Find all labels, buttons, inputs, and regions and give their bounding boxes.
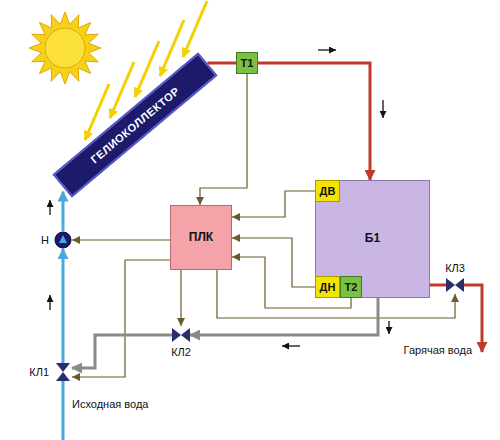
- component-label: КЛ2: [171, 346, 191, 358]
- tank: Б1 ДВ ДН Т2: [315, 180, 430, 298]
- valve-symbol: [446, 276, 464, 294]
- signal-line: [232, 238, 315, 287]
- component-label: КЛ1: [29, 366, 49, 378]
- hot-water-pipe: [464, 285, 482, 352]
- temperature-sensor: Т1: [236, 52, 258, 74]
- pump-symbol: Н: [54, 231, 72, 249]
- pipe: [62, 192, 65, 231]
- controller-box: ПЛК: [170, 205, 232, 270]
- level-sensor: ДН: [315, 276, 340, 298]
- temperature-sensor: Т2: [340, 276, 362, 298]
- node-label: ГЕЛИОКОЛЛЕКТОР: [88, 84, 181, 165]
- valve-symbol: КЛ2: [172, 326, 190, 344]
- valve-symbol: [54, 363, 72, 381]
- pipe: [207, 62, 236, 65]
- component-label: КЛ3: [445, 262, 465, 274]
- pipe: [430, 284, 446, 287]
- node-label: Т2: [345, 281, 358, 293]
- valve-symbol: КЛ3: [446, 276, 464, 294]
- flow-arrows: [50, 50, 389, 346]
- inlet-label: Исходная вода: [72, 398, 148, 410]
- sun: [29, 12, 101, 84]
- component-label: Н: [41, 234, 49, 246]
- signal-line: [200, 74, 247, 205]
- solar-collector: ГЕЛИОКОЛЛЕКТОР: [53, 52, 218, 197]
- pipe: [72, 335, 172, 368]
- node-label: ПЛК: [189, 231, 213, 244]
- node-label: Б1: [365, 232, 380, 245]
- pipe: [62, 249, 65, 363]
- signal-line: [72, 239, 170, 240]
- signal-line: [232, 191, 315, 217]
- level-sensor: ДВ: [315, 180, 340, 202]
- valve-symbol: [172, 326, 190, 344]
- signal-line: [180, 270, 181, 326]
- source-water-pipe: [62, 381, 65, 440]
- pipe: [190, 298, 378, 335]
- outlet-label: Гарячая вода: [404, 344, 472, 356]
- node-label: ДН: [320, 281, 336, 293]
- pump-symbol: [54, 231, 72, 249]
- pipe: [258, 63, 370, 180]
- node-label: Т1: [241, 57, 254, 69]
- node-label: ДВ: [320, 185, 336, 197]
- valve-symbol: КЛ1: [54, 363, 72, 381]
- signal-line: [72, 260, 170, 377]
